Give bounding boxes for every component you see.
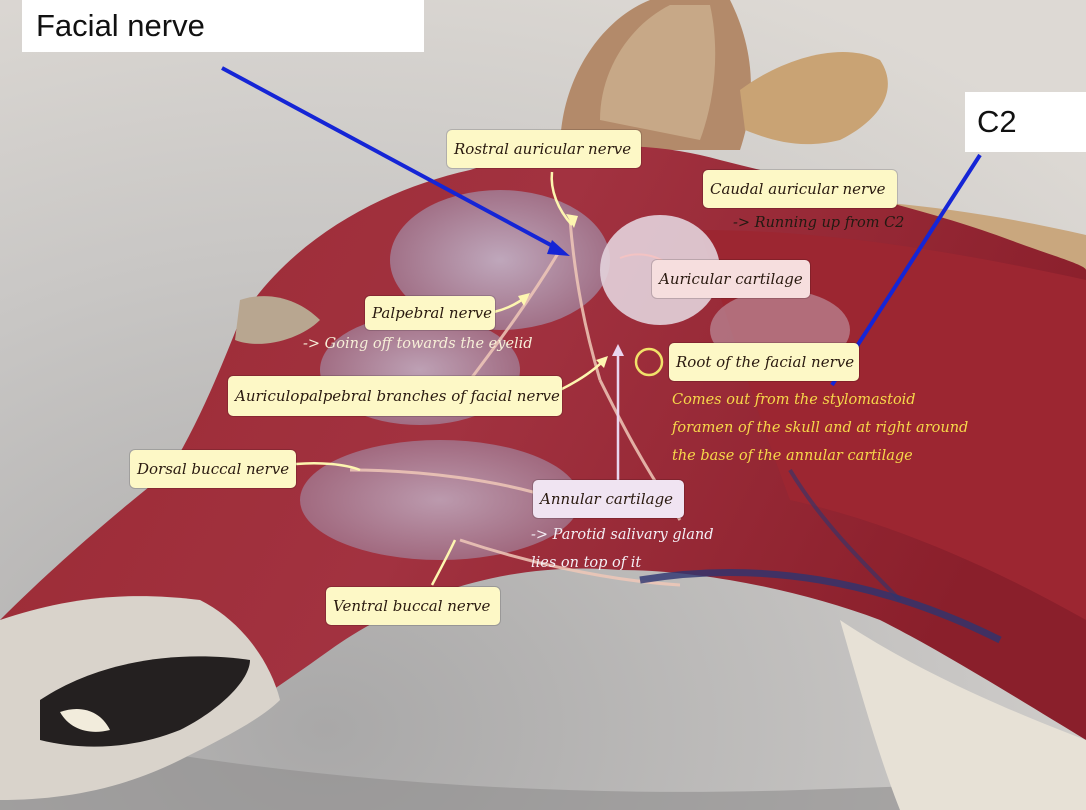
facial-nerve-title: Facial nerve (22, 0, 424, 52)
annular-cartilage-label: Annular cartilage (533, 480, 684, 518)
rostral-auricular-nerve-label: Rostral auricular nerve (447, 130, 641, 168)
annular-note-line-1: -> Parotid salivary gland (531, 527, 714, 543)
auriculopalpebral-branches-label: Auriculopalpebral branches of facial ner… (228, 376, 562, 416)
caudal-auricular-note: -> Running up from C2 (733, 215, 905, 231)
root-facial-note-line-1: Comes out from the stylomastoid (672, 392, 916, 408)
root-facial-nerve-label: Root of the facial nerve (669, 343, 859, 381)
dorsal-buccal-nerve-label: Dorsal buccal nerve (130, 450, 296, 488)
ventral-buccal-nerve-label: Ventral buccal nerve (326, 587, 500, 625)
annular-note-line-2: lies on top of it (531, 555, 642, 571)
root-facial-note-line-2: foramen of the skull and at right around (672, 420, 969, 436)
c2-title: C2 (965, 92, 1086, 152)
root-facial-note-line-3: the base of the annular cartilage (672, 448, 913, 464)
palpebral-note: -> Going off towards the eyelid (303, 336, 533, 352)
auricular-cartilage-label: Auricular cartilage (652, 260, 810, 298)
caudal-auricular-nerve-label: Caudal auricular nerve (703, 170, 897, 208)
palpebral-nerve-label: Palpebral nerve (365, 296, 495, 330)
